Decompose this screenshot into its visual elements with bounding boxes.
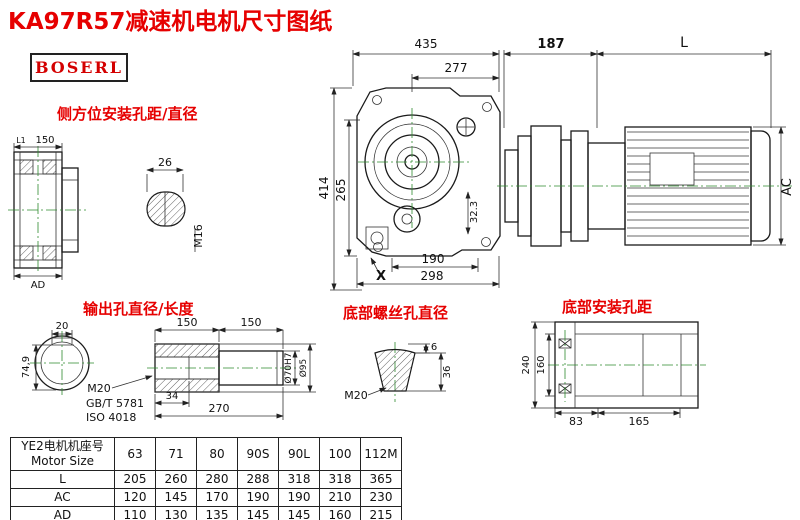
standard-iso: ISO 4018 [86, 411, 136, 424]
header-size: 80 [196, 437, 238, 471]
table-cell: 230 [360, 488, 402, 507]
table-cell: 110 [114, 506, 156, 520]
dim-inner-width: 277 [445, 61, 468, 75]
dim-foot-total: 298 [421, 269, 444, 283]
header-size: 112M [360, 437, 402, 471]
table-row-AD: AD 110 130 135 145 145 160 215 [10, 506, 402, 520]
table-cell: 170 [196, 488, 238, 507]
table-cell: 365 [360, 470, 402, 489]
output-shaft-view: 20 74,9 150 150 M20 GB/T 5781 ISO [21, 316, 316, 424]
table-cell: 120 [114, 488, 156, 507]
table-cell: 130 [155, 506, 197, 520]
dim-motor-length: L [680, 35, 688, 51]
dim-adapter-length: 187 [537, 37, 564, 52]
header-motor-size-en: Motor Size [30, 454, 95, 468]
header-size: 71 [155, 437, 197, 471]
dim-mount-inner-height: 160 [536, 355, 547, 374]
label-side-mount: 侧方位安装孔距/直径 [57, 105, 198, 123]
label-bottom-mount: 底部安装孔距 [562, 298, 653, 316]
table-cell: 160 [319, 506, 361, 520]
dim-shaft-diameter: 26 [158, 156, 172, 169]
dim-foot-inner: 190 [422, 252, 445, 266]
dim-recess: 34 [166, 391, 179, 402]
label-output-hole: 输出孔直径/长度 [83, 300, 194, 318]
dim-center-height: 265 [334, 179, 348, 202]
table-cell: 135 [196, 506, 238, 520]
table-cell: 318 [278, 470, 320, 489]
header-size: 63 [114, 437, 156, 471]
dim-screw-tip: 6 [431, 342, 437, 353]
table-cell: 260 [155, 470, 197, 489]
dim-total-width: 435 [415, 37, 438, 51]
table-cell: 288 [237, 470, 279, 489]
header-size: 90S [237, 437, 279, 471]
table-cell: 145 [278, 506, 320, 520]
dim-flange-width: 150 [35, 135, 54, 146]
table-cell: 210 [319, 488, 361, 507]
dim-seg2: 150 [241, 316, 262, 329]
header-motor-size: YE2电机机座号 Motor Size [10, 437, 115, 471]
dim-mount-outer-height: 240 [521, 355, 532, 374]
dim-x-mark: X [376, 269, 386, 284]
header-size: 100 [319, 437, 361, 471]
shaft-hole-detail: 26 M16 [146, 156, 205, 252]
dim-output-thread: M20 [87, 382, 111, 395]
dim-shaft-length: 270 [209, 402, 230, 415]
dim-hub: Ø95 [298, 359, 309, 378]
row-label: L [10, 470, 115, 489]
technical-drawing: 435 277 414 265 32.3 190 298 X [8, 35, 795, 428]
table-header-row: YE2电机机座号 Motor Size 63 71 80 90S 90L 100… [10, 437, 402, 471]
brand-logo: BOSERL [30, 53, 128, 82]
table-cell: 190 [278, 488, 320, 507]
table-cell: 215 [360, 506, 402, 520]
dim-offset: 32.3 [469, 201, 480, 223]
dim-bore: Ø70H7 [283, 352, 294, 383]
dim-screw-thread: M20 [344, 389, 368, 402]
header-size: 90L [278, 437, 320, 471]
dim-flange-ad: AD [31, 280, 46, 291]
table-cell: 280 [196, 470, 238, 489]
row-label: AC [10, 488, 115, 507]
dim-screw-width: 36 [442, 366, 453, 379]
table-cell: 145 [237, 506, 279, 520]
table-cell: 318 [319, 470, 361, 489]
standard-gbt: GB/T 5781 [86, 397, 144, 410]
dim-mount-pitch2: 165 [629, 415, 650, 428]
page-title: KA97R57减速机电机尺寸图纸 [8, 9, 333, 35]
table-row-L: L 205 260 280 288 318 318 365 [10, 470, 402, 489]
table-cell: 205 [114, 470, 156, 489]
motor-size-table: YE2电机机座号 Motor Size 63 71 80 90S 90L 100… [10, 437, 402, 520]
gearbox-front-view: 435 277 414 265 32.3 190 298 X [317, 37, 501, 291]
motor-side-view: 187 L AC [497, 35, 795, 247]
dim-total-height: 414 [317, 177, 331, 200]
bottom-screw-view: 6 36 M20 [344, 342, 453, 402]
bottom-mount-view: 160 240 83 165 [521, 321, 706, 428]
dim-key-width: 20 [56, 321, 69, 332]
dim-mount-pitch1: 83 [569, 415, 583, 428]
dim-shaft-thread: M16 [192, 224, 205, 248]
row-label: AD [10, 506, 115, 520]
flange-side-view: L1 150 AD [8, 135, 86, 291]
header-motor-size-cn: YE2电机机座号 [21, 439, 104, 453]
dim-flange-l1: L1 [16, 136, 26, 145]
dim-motor-diameter: AC [780, 178, 795, 196]
table-cell: 190 [237, 488, 279, 507]
table-row-AC: AC 120 145 170 190 190 210 230 [10, 488, 402, 507]
label-bottom-screw: 底部螺丝孔直径 [343, 304, 449, 322]
dim-key-depth: 74,9 [21, 356, 32, 378]
table-cell: 145 [155, 488, 197, 507]
dim-seg1: 150 [177, 316, 198, 329]
